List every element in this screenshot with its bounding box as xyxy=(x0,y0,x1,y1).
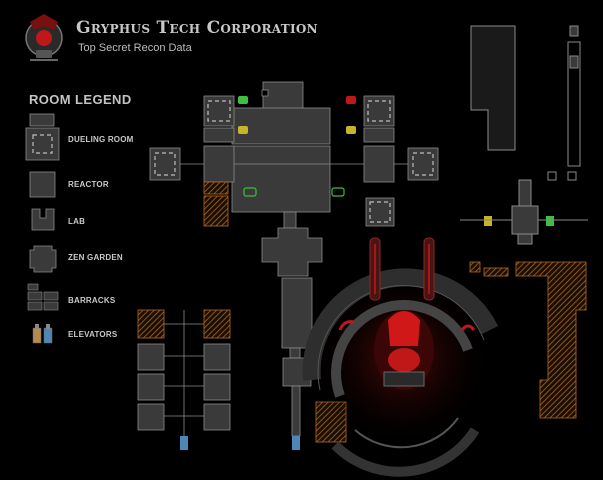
left-barracks xyxy=(137,310,231,436)
legend-title: ROOM LEGEND xyxy=(29,92,132,107)
right-structures xyxy=(460,25,588,245)
legend-label-zen-garden: ZEN GARDEN xyxy=(68,253,123,262)
reactor-icon xyxy=(29,171,56,198)
legend-label-elevators: ELEVATORS xyxy=(68,330,118,339)
signal-lights xyxy=(238,96,356,197)
legend-label-barracks: BARRACKS xyxy=(68,296,116,305)
bottom-elevators xyxy=(180,216,554,450)
page-subtitle: Top Secret Recon Data xyxy=(78,42,192,54)
reactor-ring xyxy=(302,237,499,477)
legend-label-dueling-room: DUELING ROOM xyxy=(68,135,134,144)
barracks-icon xyxy=(27,283,59,311)
dueling-room-icon xyxy=(25,113,60,161)
lab-icon xyxy=(31,208,55,231)
zen-garden-icon xyxy=(29,245,57,273)
legend-label-lab: LAB xyxy=(68,217,86,226)
dueling-room-markers xyxy=(154,100,434,223)
gryphus-emblem-icon xyxy=(25,14,63,61)
page-title: Gryphus Tech Corporation xyxy=(76,18,318,38)
elevators-icon xyxy=(32,324,53,344)
legend-label-reactor: REACTOR xyxy=(68,180,109,189)
